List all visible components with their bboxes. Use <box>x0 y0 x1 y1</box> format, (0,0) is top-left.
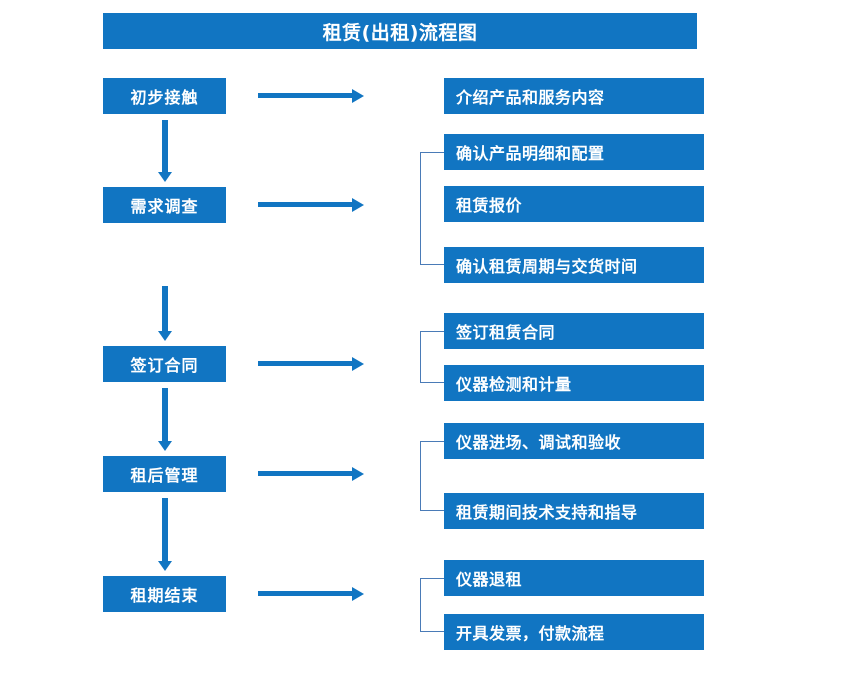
detail-box-4[interactable]: 确认租赁周期与交货时间 <box>444 247 704 283</box>
detail-label-4: 确认租赁周期与交货时间 <box>456 257 638 276</box>
right-arrow-icon-2 <box>258 198 364 212</box>
detail-label-1: 介绍产品和服务内容 <box>456 88 605 107</box>
detail-label-2: 确认产品明细和配置 <box>456 144 605 163</box>
detail-label-3: 租赁报价 <box>456 196 523 215</box>
right-arrow-icon-4 <box>258 467 364 481</box>
detail-box-6[interactable]: 仪器检测和计量 <box>444 365 704 401</box>
detail-box-8[interactable]: 租赁期间技术支持和指导 <box>444 493 704 529</box>
chart-title-banner: 租赁(出租)流程图 <box>103 13 697 49</box>
stage-label-1: 初步接触 <box>130 88 199 107</box>
down-arrow-icon-1 <box>158 120 172 182</box>
detail-box-10[interactable]: 开具发票，付款流程 <box>444 614 704 650</box>
stage-label-4: 租后管理 <box>130 466 199 485</box>
right-arrow-icon-1 <box>258 89 364 103</box>
stage-label-5: 租期结束 <box>130 586 199 605</box>
detail-label-10: 开具发票，付款流程 <box>456 624 605 643</box>
down-arrow-icon-4 <box>158 498 172 571</box>
right-arrow-icon-3 <box>258 357 364 371</box>
down-arrow-icon-2 <box>158 286 172 341</box>
stage-box-4[interactable]: 租后管理 <box>103 456 226 492</box>
group-bracket-3 <box>420 441 444 511</box>
right-arrow-icon-5 <box>258 587 364 601</box>
stage-label-2: 需求调查 <box>130 197 199 216</box>
detail-box-5[interactable]: 签订租赁合同 <box>444 313 704 349</box>
stage-label-3: 签订合同 <box>130 356 199 375</box>
stage-box-2[interactable]: 需求调查 <box>103 187 226 223</box>
stage-box-5[interactable]: 租期结束 <box>103 576 226 612</box>
detail-label-9: 仪器退租 <box>456 570 523 589</box>
detail-box-1[interactable]: 介绍产品和服务内容 <box>444 78 704 114</box>
group-bracket-2 <box>420 331 444 383</box>
detail-label-8: 租赁期间技术支持和指导 <box>456 503 638 522</box>
detail-box-2[interactable]: 确认产品明细和配置 <box>444 134 704 170</box>
detail-label-7: 仪器进场、调试和验收 <box>456 433 622 452</box>
group-bracket-4 <box>420 578 444 632</box>
down-arrow-icon-3 <box>158 388 172 451</box>
detail-label-6: 仪器检测和计量 <box>456 375 572 394</box>
stage-box-3[interactable]: 签订合同 <box>103 346 226 382</box>
detail-box-9[interactable]: 仪器退租 <box>444 560 704 596</box>
detail-label-5: 签订租赁合同 <box>456 323 556 342</box>
group-bracket-1 <box>420 152 444 265</box>
detail-box-7[interactable]: 仪器进场、调试和验收 <box>444 423 704 459</box>
detail-box-3[interactable]: 租赁报价 <box>444 186 704 222</box>
page-title: 租赁(出租)流程图 <box>322 21 478 44</box>
stage-box-1[interactable]: 初步接触 <box>103 78 226 114</box>
